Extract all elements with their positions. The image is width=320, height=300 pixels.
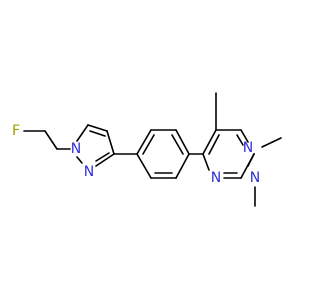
bond-pm-n3-c4 (202, 153, 210, 171)
bond-pyrazole-n1-c5 (76, 124, 89, 142)
bond-pyrazole-c5-c4 (87, 124, 108, 132)
bond-pyrazole-c3-n2 (95, 153, 115, 167)
bond-pm-c2-c2link (240, 153, 255, 179)
molecule-diagram: F N N N N N (12, 92, 282, 207)
bond-pm-c4-c5-inner (208, 134, 220, 155)
bonds (23, 92, 282, 207)
bond-pm-c6-n1-inner (236, 134, 244, 146)
atom-pyrimidine-n1: N (243, 140, 253, 156)
bond-pyrazole-c4-c3 (106, 130, 115, 155)
atom-labels: F N N N N N (12, 123, 260, 186)
bond-pyrazole-c3-n2-inner (95, 152, 110, 162)
atom-pyrazole-n1: N (71, 141, 81, 157)
bond-benzene-4-5 (175, 153, 190, 179)
structure-svg: F N N N N N (12, 92, 282, 207)
bond-benzene-1-2 (136, 129, 152, 155)
bond-pyrazole-n2-n1 (76, 156, 83, 164)
bond-benzene-6-1 (136, 153, 152, 179)
atom-fluorine: F (12, 123, 20, 139)
bond-namine-me-up (261, 137, 282, 148)
bond-benzene-inner-b (171, 134, 184, 155)
bond-pm-c4-c5 (202, 129, 217, 155)
bond-benzene-3-4 (175, 129, 190, 155)
atom-dimethylamine-n: N (250, 170, 260, 186)
atom-pyrazole-n2: N (84, 164, 94, 180)
bond-pm-c6-n1 (240, 129, 249, 143)
bond-pyrazole-c5-c4-inner (89, 130, 106, 137)
bond-c-c-chain (44, 130, 58, 150)
atom-pyrimidine-n3: N (211, 170, 221, 186)
bond-benzene-inner-a (142, 134, 155, 155)
